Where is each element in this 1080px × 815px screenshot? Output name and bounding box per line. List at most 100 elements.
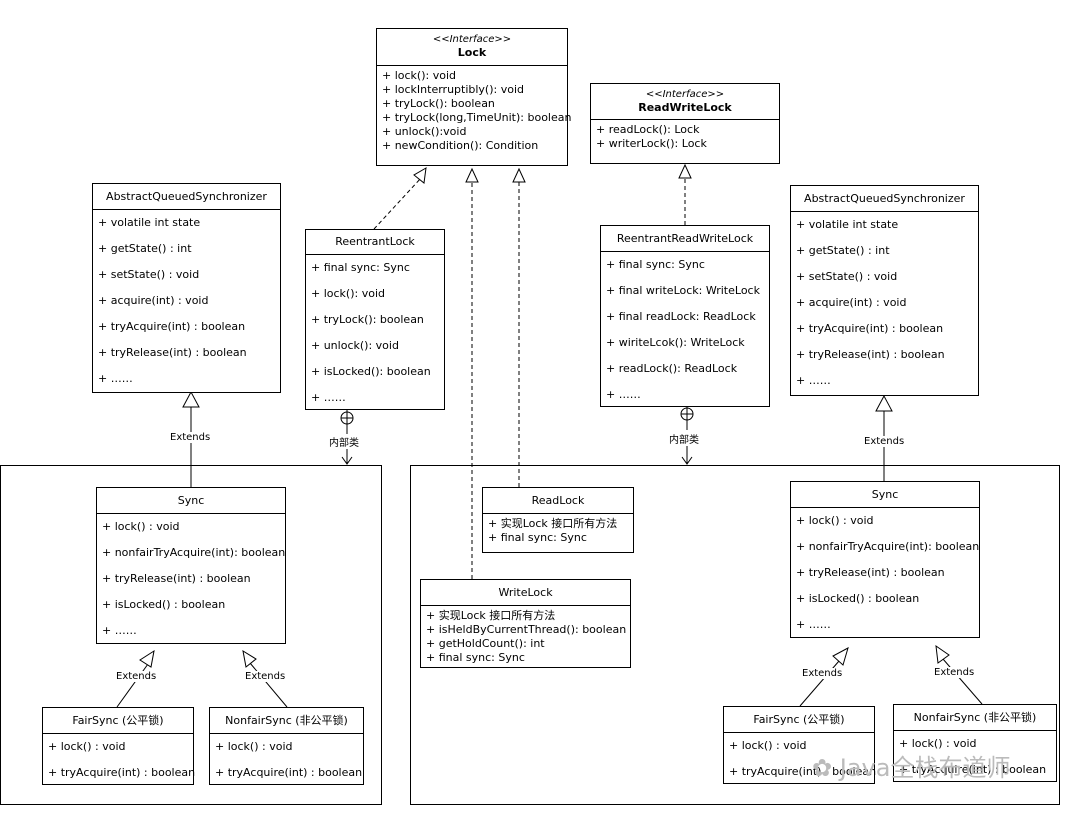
member: + tryLock(): boolean <box>382 97 495 110</box>
member: + lock() : void <box>215 740 293 753</box>
member: + lock() : void <box>899 737 977 750</box>
inner-class-label: 内部类 <box>329 434 359 449</box>
member: + lock(): void <box>382 69 456 82</box>
member: + isLocked(): boolean <box>311 365 431 378</box>
writelock-box[interactable]: WriteLock + 实现Lock 接口所有方法 + isHeldByCurr… <box>420 579 631 668</box>
member: + 实现Lock 接口所有方法 <box>488 517 618 530</box>
nonfairsync-right-name: NonfairSync (非公平锁) <box>913 710 1037 724</box>
generalization-arrowhead <box>832 646 849 666</box>
generalization-arrowhead <box>242 649 257 668</box>
nonfairsync-left-box[interactable]: NonfairSync (非公平锁) + lock() : void + try… <box>209 707 364 785</box>
extends-label: Extends <box>116 671 157 682</box>
member: + readLock(): Lock <box>596 123 700 136</box>
fairsync-right-name: FairSync (公平锁) <box>753 712 845 726</box>
realization-arrowhead <box>413 167 427 184</box>
realization-arrowhead <box>678 163 692 179</box>
member: + …… <box>796 618 831 631</box>
member: + lock() : void <box>796 514 874 527</box>
member: + writerLock(): Lock <box>596 137 707 150</box>
member: + final readLock: ReadLock <box>606 310 756 323</box>
readwritelock-members: + readLock(): Lock + writerLock(): Lock <box>591 120 779 154</box>
extends-label: Extends <box>170 432 211 443</box>
fairsync-right-members: + lock() : void + tryAcquire(int) : bool… <box>724 733 877 785</box>
member: + getState() : int <box>98 242 192 255</box>
member: + tryLock(): boolean <box>311 313 424 326</box>
right-inner-class-frame <box>410 465 1060 805</box>
reentrantlock-name: ReentrantLock <box>335 235 415 248</box>
lock-stereotype: <<Interface>> <box>432 34 512 45</box>
member: + lockInterruptibly(): void <box>382 83 525 96</box>
left-inner-class-frame <box>0 465 382 805</box>
member: + getHoldCount(): int <box>426 637 545 650</box>
reentrantlock-realizes-lock <box>373 177 422 230</box>
member: + lock() : void <box>729 739 807 752</box>
aqs-left-box[interactable]: AbstractQueuedSynchronizer + volatile in… <box>92 183 281 393</box>
reentrantreadwritelock-box[interactable]: ReentrantReadWriteLock + final sync: Syn… <box>600 225 770 407</box>
member: + final sync: Sync <box>311 261 410 274</box>
member: + 实现Lock 接口所有方法 <box>426 609 556 622</box>
readlock-name: ReadLock <box>531 493 585 507</box>
aqs-right-members: + volatile int state + getState() : int … <box>791 212 978 394</box>
member: + tryAcquire(int) : boolean <box>48 766 196 779</box>
inner-class-label: 内部类 <box>669 431 699 446</box>
extends-label: Extends <box>245 671 286 682</box>
sync-right-name: Sync <box>871 487 899 501</box>
member: + volatile int state <box>796 218 899 231</box>
watermark: ✿ Java全栈布道师 <box>812 748 1010 783</box>
member: + tryAcquire(int) : boolean <box>729 765 877 778</box>
nonfairsync-left-members: + lock() : void + tryAcquire(int) : bool… <box>210 734 363 786</box>
fairsync-left-name: FairSync (公平锁) <box>72 713 164 727</box>
wechat-icon: ✿ <box>812 754 840 782</box>
extends-label: Extends <box>802 668 843 679</box>
reentrantlock-members: + final sync: Sync + lock(): void + tryL… <box>306 255 444 411</box>
nonfairsync-left-name: NonfairSync (非公平锁) <box>225 713 348 727</box>
generalization-arrowhead <box>182 390 200 408</box>
member: + unlock(): void <box>311 339 399 352</box>
member: + …… <box>796 374 831 387</box>
member: + tryAcquire(int) : boolean <box>796 322 944 335</box>
member: + tryAcquire(int) : boolean <box>215 766 363 779</box>
sync-left-box[interactable]: Sync + lock() : void + nonfairTryAcquire… <box>96 487 286 644</box>
member: + …… <box>98 372 133 385</box>
member: + nonfairTryAcquire(int): boolean <box>796 540 980 553</box>
member: + wiriteLcok(): WriteLock <box>606 336 745 349</box>
generalization-arrowhead <box>875 394 893 412</box>
nonfairsync-right-box[interactable]: NonfairSync (非公平锁) + lock() : void + try… <box>893 704 1057 782</box>
fairsync-right-box[interactable]: FairSync (公平锁) + lock() : void + tryAcqu… <box>723 706 877 785</box>
lock-members: + lock(): void + lockInterruptibly(): vo… <box>377 66 572 156</box>
fairsync-left-box[interactable]: FairSync (公平锁) + lock() : void + tryAcqu… <box>42 707 196 785</box>
sync-right-members: + lock() : void + nonfairTryAcquire(int)… <box>791 508 979 638</box>
member: + tryRelease(int) : boolean <box>102 572 251 585</box>
member: + …… <box>606 388 641 401</box>
sync-right-box[interactable]: Sync + lock() : void + nonfairTryAcquire… <box>790 481 980 638</box>
nonfairsync-right-members: + lock() : void + tryAcquire(int) : bool… <box>894 731 1056 783</box>
aqs-right-box[interactable]: AbstractQueuedSynchronizer + volatile in… <box>790 185 979 396</box>
member: + isLocked() : boolean <box>102 598 226 611</box>
member: + tryRelease(int) : boolean <box>98 346 247 359</box>
reentrantreadwritelock-members: + final sync: Sync + final writeLock: Wr… <box>601 252 769 408</box>
member: + unlock():void <box>382 125 467 138</box>
watermark-text: Java全栈布道师 <box>839 754 1011 782</box>
member: + getState() : int <box>796 244 890 257</box>
realization-arrowhead <box>465 167 479 183</box>
reentrantreadwritelock-name: ReentrantReadWriteLock <box>616 231 754 245</box>
reentrantlock-box[interactable]: ReentrantLock + final sync: Sync + lock(… <box>305 229 445 410</box>
member: + …… <box>311 391 346 404</box>
member: + readLock(): ReadLock <box>606 362 738 375</box>
generalization-arrowhead <box>139 649 155 668</box>
lock-interface-box[interactable]: <<Interface>> Lock + lock(): void + lock… <box>376 28 572 166</box>
member: + final sync: Sync <box>426 651 525 664</box>
readwritelock-interface-box[interactable]: <<Interface>> ReadWriteLock + readLock()… <box>590 83 780 164</box>
aqs-left-members: + volatile int state + getState() : int … <box>93 210 280 392</box>
readlock-box[interactable]: ReadLock + 实现Lock 接口所有方法 + final sync: S… <box>482 487 634 553</box>
member: + isHeldByCurrentThread(): boolean <box>426 623 627 636</box>
sync-left-members: + lock() : void + nonfairTryAcquire(int)… <box>97 514 285 644</box>
member: + final sync: Sync <box>488 531 587 544</box>
writelock-members: + 实现Lock 接口所有方法 + isHeldByCurrentThread(… <box>421 606 630 668</box>
member: + tryLock(long,TimeUnit): boolean <box>382 111 572 124</box>
member: + lock() : void <box>102 520 180 533</box>
member: + lock() : void <box>48 740 126 753</box>
member: + final writeLock: WriteLock <box>606 284 760 297</box>
member: + tryAcquire(int) : boolean <box>899 763 1047 776</box>
